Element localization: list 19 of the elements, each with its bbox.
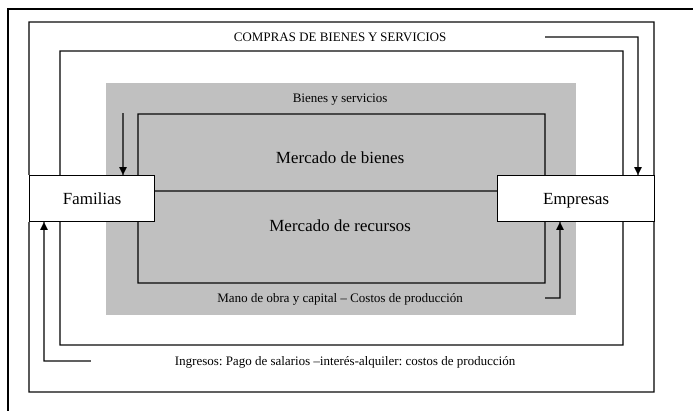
connector-line [59,50,624,175]
family-box: Familias [29,175,155,222]
arrow [545,36,642,175]
market-label: Mercado de bienes [276,148,404,168]
connector-line [137,222,546,284]
edge-label: COMPRAS DE BIENES Y SERVICIOS [234,29,446,45]
edge-label: Mano de obra y capital – Costos de producción [217,290,463,306]
connector-line [59,222,624,346]
arrow [545,222,564,299]
connector-line [28,222,655,393]
connector-line [137,113,546,175]
company-box: Empresas [497,175,655,222]
connector-line [155,190,497,192]
arrow [40,222,91,362]
market-label: Mercado de recursos [269,216,411,236]
edge-label: Bienes y servicios [292,90,388,106]
edge-label: Ingresos: Pago de salarios –interés-alquiler: costos de producción [174,353,516,369]
arrow [119,113,127,175]
connector-line [28,21,655,175]
